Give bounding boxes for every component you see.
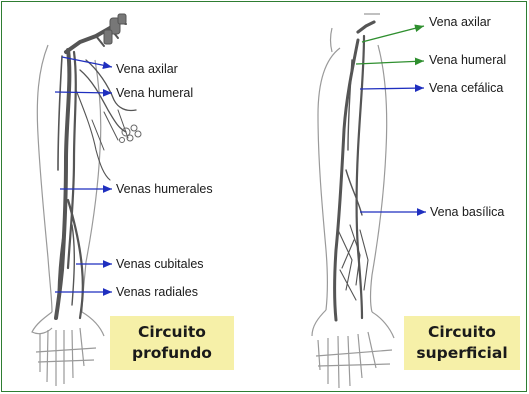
label-vena-basilica: Vena basílica bbox=[430, 205, 504, 219]
arrow-vena-cefalica bbox=[360, 88, 424, 89]
right-superficial-veins bbox=[335, 22, 375, 320]
arrow-vena-humeral-left bbox=[55, 92, 112, 93]
label-venas-cubitales: Venas cubitales bbox=[116, 257, 204, 271]
box-circuito-superficial-text: Circuito superficial bbox=[416, 322, 507, 364]
box-circuito-profundo-text: Circuito profundo bbox=[132, 322, 212, 364]
box-circuito-profundo: Circuito profundo bbox=[110, 316, 234, 370]
label-vena-humeral-right: Vena humeral bbox=[429, 53, 506, 67]
label-vena-axilar-right: Vena axilar bbox=[429, 15, 491, 29]
label-vena-axilar-left: Vena axilar bbox=[116, 62, 178, 76]
label-vena-cefalica: Vena cefálica bbox=[429, 81, 503, 95]
label-vena-humeral-left: Vena humeral bbox=[116, 86, 193, 100]
arrow-vena-humeral-right bbox=[356, 61, 424, 64]
right-arrows bbox=[356, 26, 426, 212]
label-venas-humerales: Venas humerales bbox=[116, 182, 213, 196]
label-venas-radiales: Venas radiales bbox=[116, 285, 198, 299]
box-circuito-superficial: Circuito superficial bbox=[404, 316, 520, 370]
left-axillary-node-cluster bbox=[120, 125, 142, 143]
arrow-vena-axilar-right bbox=[362, 26, 424, 42]
